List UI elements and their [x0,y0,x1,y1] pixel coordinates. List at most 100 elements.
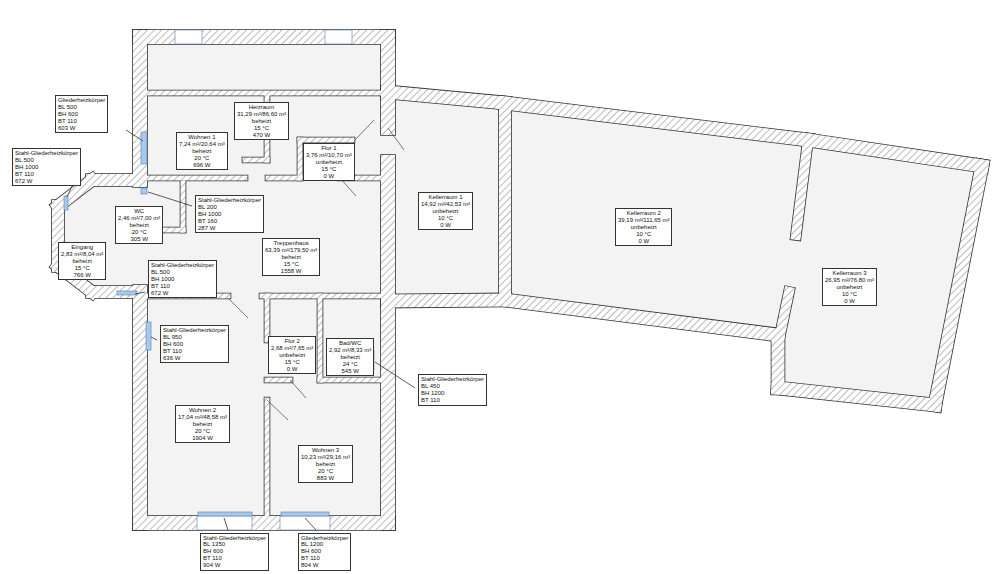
room-label: Bad/WC2,92 m²/8,33 m³beheizt24 °C545 W [326,338,374,376]
label-line: 10,23 m²/29,16 m³ [301,454,350,461]
label-line: 17,04 m²/48,58 m³ [178,414,227,421]
label-line: 0 W [825,298,874,305]
label-line: 3,76 m²/10,70 m³ [306,152,352,159]
wall-outline [498,96,815,147]
wall-outlines [50,30,990,530]
wall-outline [499,97,511,306]
label-line: 31,29 m²/86,60 m³ [237,111,286,118]
leader-line [135,292,145,294]
wall-outline [133,30,147,187]
wall-outline [145,91,384,96]
label-line: 20 °C [178,428,227,435]
label-line: BL 1200 [301,541,348,548]
label-line: beheizt [179,148,225,155]
label-line: BL 450 [421,383,484,390]
wall-outline [133,30,395,44]
door-swings [228,120,404,420]
label-line: 26,95 m²/76,80 m³ [825,277,874,284]
wall [498,293,786,343]
label-line: 904 W [203,562,266,569]
room-label: Flur 13,76 m²/10,70 m³unbeheizt15 °C0 W [303,143,355,181]
wall-outline [318,378,384,383]
radiator-callout: Stahl-GliederheizkörperBL 450BH 1200BT 1… [418,374,487,406]
room-label: Heizraum31,29 m²/86,60 m³beheizt15 °C470… [234,102,289,140]
label-line: Stahl-Gliederheizkörper [421,376,484,383]
radiator-callout: GliederheizkörperBL 500BH 600BT 110603 W [55,95,108,133]
wall-outline [318,294,323,383]
label-line: Stahl-Gliederheizkörper [203,535,266,542]
label-line: 15 °C [237,125,286,132]
label-line: BL 1350 [203,541,266,548]
floor-area [133,30,395,530]
floor-areas [52,30,982,530]
wall [266,176,303,181]
door-swing [388,128,404,150]
label-line: BH 1000 [198,211,261,218]
label-line: BH 600 [301,548,348,555]
label-line: Wohnen 1 [179,134,225,141]
label-line: Stahl-Gliederheizkörper [198,197,261,204]
label-line: BL 500 [58,104,105,111]
door-swing [290,380,306,398]
label-line: 696 W [179,162,225,169]
label-line: 672 W [15,178,78,185]
wall-outline [498,293,786,343]
label-line: 0 W [421,222,470,229]
label-line: 15 °C [271,359,313,366]
window-radiator [117,291,137,295]
label-line: BT 110 [421,397,484,404]
wall-hatching [50,30,990,530]
wall [265,398,270,519]
wall [774,286,795,341]
label-line: Stahl-Gliederheizkörper [15,150,78,157]
label-line: 10 °C [825,291,874,298]
door-swing [267,400,288,420]
label-line: BT 110 [151,283,214,290]
leader-line [305,518,316,530]
wall [133,30,395,44]
label-line: BL 500 [15,157,78,164]
label-line: 287 W [198,225,261,232]
floor-area [388,90,982,405]
label-line: Flur 1 [306,145,352,152]
label-line: 7,24 m²/20,64 m³ [179,141,225,148]
label-line: BH 1000 [151,276,214,283]
label-line: 15 °C [306,166,352,173]
room-label: Kellerraum 114,92 m²/42,53 m³unbeheizt10… [418,192,473,230]
wall [298,138,303,181]
window-radiator [141,188,147,194]
window-radiator [281,512,329,516]
wall-outline [771,381,942,412]
label-line: 545 W [329,368,371,375]
wall [243,158,270,163]
window-radiator [197,516,252,530]
radiator-callout: Stahl-GliederheizkörperBL 1350BH 600BT 1… [200,533,269,571]
label-line: 2,83 m²/8,04 m³ [61,251,103,258]
room-label: Kellerraum 326,95 m²/76,80 m³unbeheizt10… [822,268,877,306]
window-radiator [64,196,68,210]
label-line: Gliederheizkörper [58,97,105,104]
wall-outline [133,516,395,530]
wall [381,294,395,530]
label-line: BL 200 [198,204,261,211]
label-line: BT 110 [301,555,348,562]
wall-outline [381,294,395,530]
label-line: 20 °C [118,229,160,236]
label-line: BH 1200 [421,390,484,397]
label-line: 10 °C [618,231,669,238]
label-line: BL 500 [151,269,214,276]
radiator-callout: Stahl-GliederheizkörperBL 500BH 1000BT 1… [148,260,217,298]
wall-outline [243,158,270,163]
room-label: Wohnen 310,23 m²/29,16 m³beheizt20 °C883… [298,445,353,483]
leader-line [375,362,415,388]
wall [133,30,147,187]
leader-line [126,130,143,141]
radiator-callout: Stahl-GliederheizkörperBL 950BH 600BT 11… [160,325,229,363]
label-line: 24 °C [329,361,371,368]
leader-lines [67,130,415,530]
label-line: 20 °C [179,155,225,162]
room-label: Kellerraum 239,19 m²/111,65 m³unbeheizt1… [615,208,672,246]
wall [381,293,511,307]
wall [790,134,813,240]
